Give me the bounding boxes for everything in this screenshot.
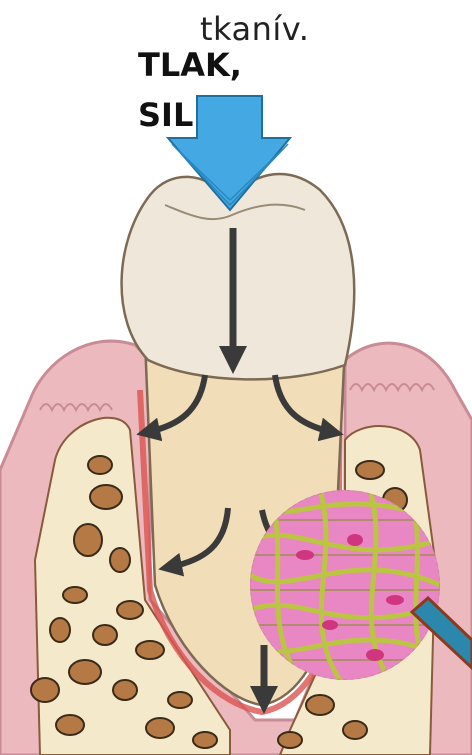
ligament-zoom-inset: [250, 490, 440, 680]
tooth-crown: [122, 174, 355, 379]
